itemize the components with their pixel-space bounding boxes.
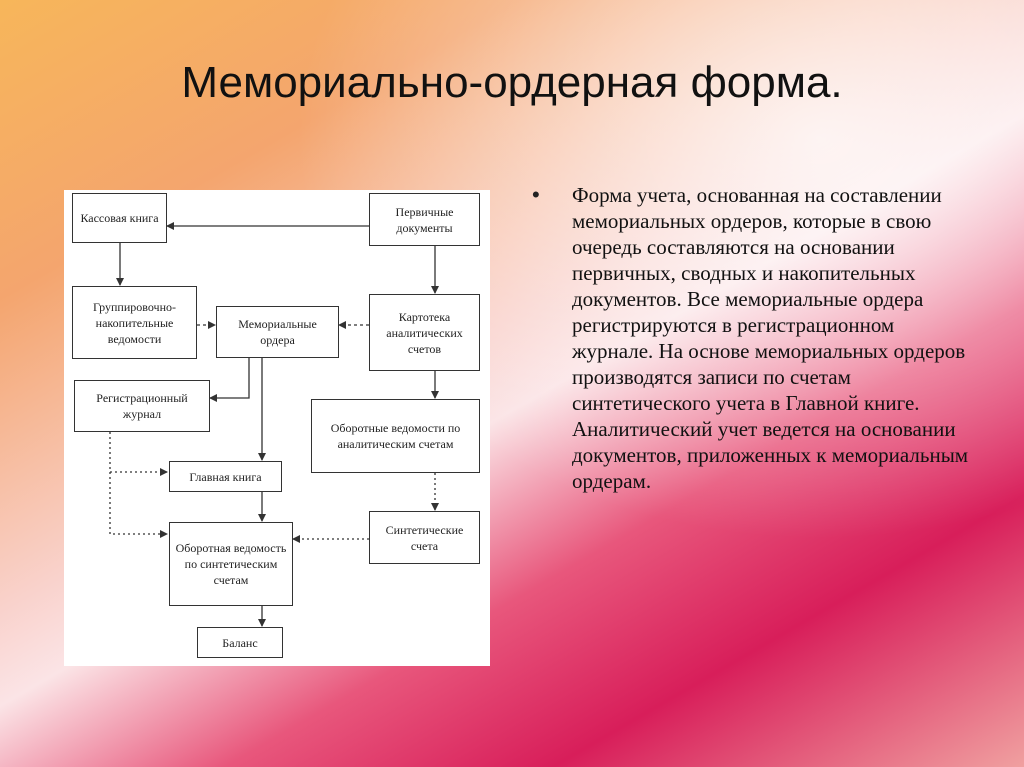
box-primary-docs: Первичные документы xyxy=(369,193,480,246)
flowchart-connectors xyxy=(109,222,439,627)
box-general-ledger: Главная книга xyxy=(169,461,282,492)
box-cash-book: Кассовая книга xyxy=(72,193,167,243)
box-grouping-sheets: Группировочно-накопительные ведомости xyxy=(72,286,197,359)
box-analytic-cards: Картотека аналитических счетов xyxy=(369,294,480,371)
slide-title: Мемориально-ордерная форма. xyxy=(181,58,843,107)
box-memorial-orders: Мемориальные ордера xyxy=(216,306,339,358)
arrow-journal-to-synthetic-turnover xyxy=(109,472,168,538)
box-balance: Баланс xyxy=(197,627,283,658)
bullet-marker: • xyxy=(532,182,540,207)
box-synthetic-accounts: Синтетические счета xyxy=(369,511,480,564)
arrow-memorial-to-journal xyxy=(209,358,250,402)
box-synthetic-turnover: Оборотная ведомость по синтетическим сче… xyxy=(169,522,293,606)
flowchart-diagram: Кассовая книга Первичные документы Групп… xyxy=(64,190,490,666)
box-registration-journal: Регистрационный журнал xyxy=(74,380,210,432)
bullet-paragraph: Форма учета, основанная на составлении м… xyxy=(572,183,969,493)
arrow-journal-to-ledger xyxy=(109,432,168,476)
box-analytic-turnover: Оборотные ведомости по аналитическим сче… xyxy=(311,399,480,473)
